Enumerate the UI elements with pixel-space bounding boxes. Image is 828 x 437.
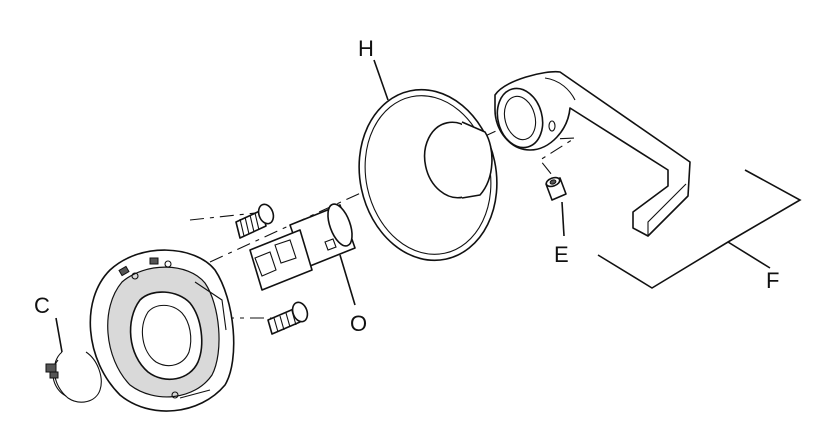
leader-lines xyxy=(55,59,802,353)
upper-mounting-screw xyxy=(235,203,275,239)
lower-mounting-screw xyxy=(267,301,309,335)
rose-base-plate xyxy=(89,249,235,412)
callout-h: H xyxy=(358,36,374,61)
callout-f: F xyxy=(766,268,779,293)
retaining-clip xyxy=(45,351,102,403)
callout-e: E xyxy=(554,242,569,267)
callout-o: O xyxy=(350,311,367,336)
callout-c: C xyxy=(34,293,50,318)
set-screw xyxy=(545,176,567,201)
spindle-tube xyxy=(249,203,356,291)
lever-handle xyxy=(494,70,691,237)
escutcheon-cup xyxy=(358,88,498,262)
